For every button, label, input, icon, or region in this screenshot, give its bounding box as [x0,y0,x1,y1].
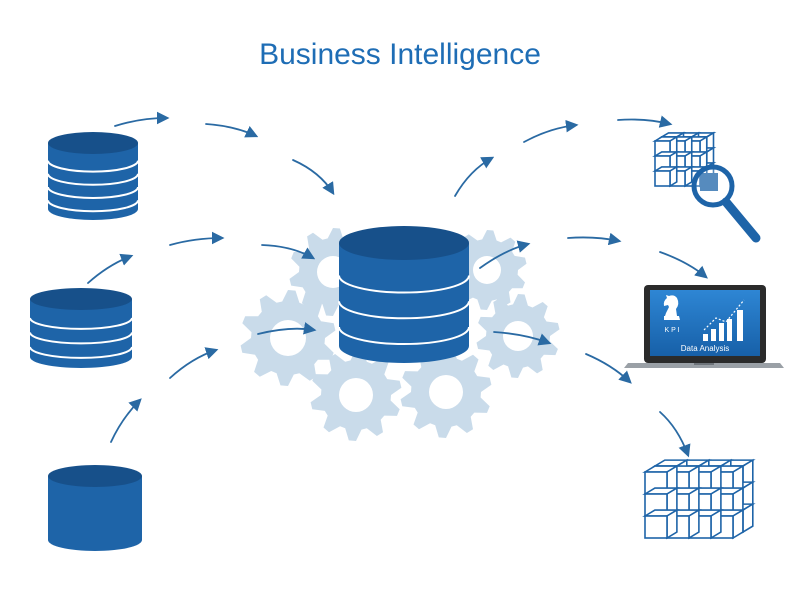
dashboard-bar [703,334,708,341]
flow-arrow [110,398,142,443]
diagram-title: Business Intelligence [259,38,541,71]
flow-arrow [523,119,579,143]
central-database-icon [338,226,470,363]
dashboard-bar-chart-icon [703,310,743,341]
flow-arrow [114,111,170,127]
flow-arrow [659,251,708,279]
flow-arrow [585,353,632,384]
source-database-3 [48,465,142,551]
magnifier-icon [691,164,761,243]
gear-icon [240,290,336,386]
gear-icon [310,349,402,441]
trend-line [703,299,745,331]
kpi-label: K P I [664,327,679,334]
flow-arrow [169,347,219,379]
flow-arrow [617,115,673,128]
flow-arrow [257,322,317,335]
olap-cube-icon [642,458,756,540]
flow-arrow [205,123,259,138]
data-cube-search-icon [652,131,718,191]
flow-arrow [659,411,691,458]
flow-arrow [479,240,531,269]
flow-arrow [87,253,134,284]
gear-icon [476,294,560,378]
gear-icon [400,346,492,438]
flow-arrow [169,231,225,246]
flow-arrow [454,156,495,197]
dashboard-bar [711,329,716,341]
laptop-base [624,363,784,368]
source-database-1 [47,132,139,220]
flow-arrow [493,331,552,346]
screen-caption: Data Analysis [681,344,729,353]
flow-arrow [292,159,335,196]
flow-arrow [567,232,622,246]
flow-arrows [87,111,708,458]
dashboard-bar [719,323,724,341]
dashboard-bar [737,310,743,341]
chess-knight-icon [663,295,680,320]
flow-arrow [261,244,316,260]
dashboard-bar [727,319,732,341]
laptop-dashboard-icon: K P I Data Analysis [624,285,784,368]
source-database-2 [29,288,133,368]
